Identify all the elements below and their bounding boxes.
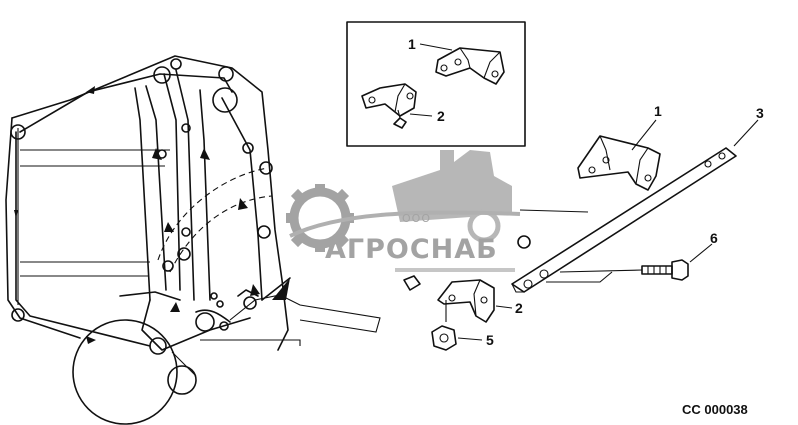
inset-callout-1: 1 (408, 36, 416, 52)
watermark-prefix: ООО (402, 212, 431, 225)
bracket-1-drawing (577, 135, 661, 191)
small-fasteners (403, 235, 531, 291)
callout-5: 5 (486, 332, 494, 348)
callout-6: 6 (710, 230, 718, 246)
figure-code: CC 000038 (682, 402, 748, 417)
callout-3: 3 (756, 105, 764, 121)
bracket-2-drawing (437, 279, 495, 323)
harvester-icon (392, 150, 512, 243)
nut-5-drawing (431, 300, 457, 351)
inset-bracket-2-drawing (361, 83, 417, 129)
bolt-6-drawing (546, 259, 689, 283)
watermark-brand: АГРОСНАБ (325, 234, 498, 265)
baler-machine-drawing (5, 55, 381, 425)
watermark: ООО АГРОСНАБ (286, 150, 521, 272)
bar-3-drawing (511, 147, 737, 293)
callout-2: 2 (515, 300, 523, 316)
inset-bracket-1-drawing (435, 47, 505, 85)
inset-callout-2: 2 (437, 108, 445, 124)
inset-detail-box: 1 2 (346, 21, 526, 147)
callout-1: 1 (654, 103, 662, 119)
